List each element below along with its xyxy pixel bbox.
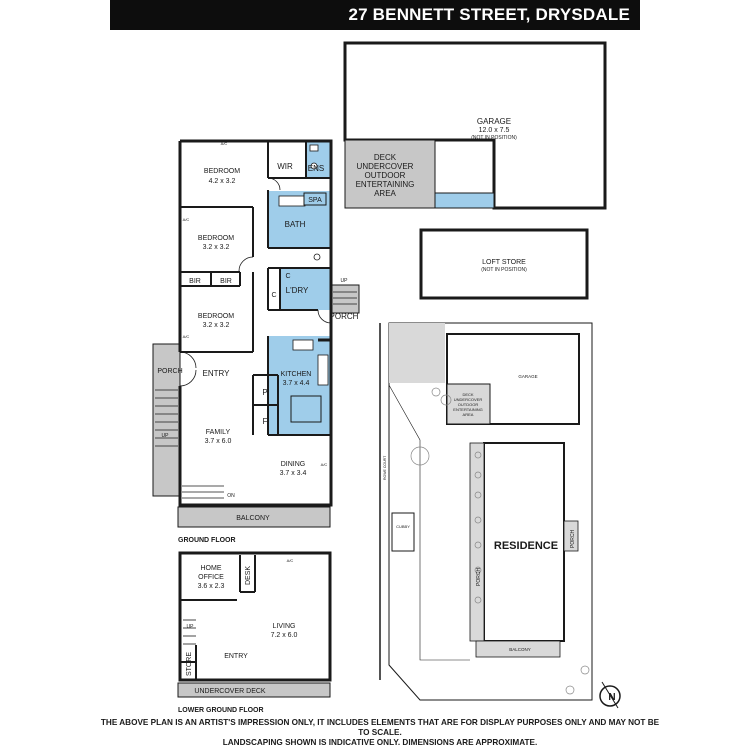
bir1-label: BIR <box>189 278 201 285</box>
bedroom1-label: BEDROOM <box>204 168 240 175</box>
balcony <box>177 506 331 528</box>
bedroom3-label: BEDROOM <box>198 313 234 320</box>
family-label: FAMILY <box>206 429 231 436</box>
site-plan: GARAGE DECK UNDERCOVER OUTDOOR ENTERTAIN… <box>379 322 621 709</box>
garage-dims: 12.0 x 7.5 <box>479 127 510 134</box>
kitchen-label: KITCHEN <box>281 371 312 378</box>
cupboard1-label: C <box>271 292 276 299</box>
street-label: ROWE COURT <box>383 455 387 480</box>
disclaimer-line-2: LANDSCAPING SHOWN IS INDICATIVE ONLY. DI… <box>222 738 538 747</box>
ac-label-5: A/C <box>287 558 294 563</box>
ensuite-label: ENS <box>308 164 324 173</box>
lower-ground-floor-plan: HOME OFFICE 3.6 x 2.3 DESK LIVING 7.2 x … <box>177 551 332 714</box>
residence-label: RESIDENCE <box>494 540 558 552</box>
home-office-dims: 3.6 x 2.3 <box>198 583 225 590</box>
site-residence <box>483 442 565 642</box>
site-deck-label-5: AREA <box>463 412 474 417</box>
up-label-3: UP <box>187 624 195 630</box>
laundry-label: L'DRY <box>286 286 309 295</box>
loft-note: (NOT IN POSITION) <box>481 267 527 273</box>
garage-label: GARAGE <box>477 117 511 126</box>
header-bar: 27 BENNETT STREET, DRYSDALE <box>110 0 640 30</box>
bedroom3-dims: 3.2 x 3.2 <box>203 322 230 329</box>
fridge-label: F <box>263 417 268 426</box>
pantry-label: P <box>262 388 267 397</box>
deck-area <box>344 139 436 209</box>
bedroom2-label: BEDROOM <box>198 235 234 242</box>
wir-label: WIR <box>277 162 293 171</box>
family-dims: 3.7 x 6.0 <box>205 438 232 445</box>
cupboard2-label: C <box>285 273 290 280</box>
property-address: 27 BENNETT STREET, DRYSDALE <box>348 5 630 24</box>
ground-floor-plan: BEDROOM 4.2 x 3.2 WIR ENS SPA BATH BEDRO… <box>152 139 360 544</box>
ground-floor-title: GROUND FLOOR <box>178 537 236 544</box>
deck-label-4: ENTERTAINING <box>356 180 415 189</box>
ac-label-2: A/C <box>183 217 190 222</box>
dining-dims: 3.7 x 3.4 <box>280 470 307 477</box>
site-deck-label-2: UNDERCOVER <box>454 397 483 402</box>
living-label: LIVING <box>273 623 296 630</box>
bath-label: BATH <box>285 220 306 229</box>
desk-label: DESK <box>245 566 252 585</box>
north-label: N <box>608 692 615 703</box>
ac-label-1: A/C <box>221 141 228 146</box>
lower-floor-title: LOWER GROUND FLOOR <box>178 707 264 714</box>
disclaimer-line-1: THE ABOVE PLAN IS AN ARTIST'S IMPRESSION… <box>100 718 660 737</box>
laundry-area <box>280 268 331 310</box>
undercover-deck <box>177 682 331 698</box>
on-label: ON <box>227 493 235 499</box>
undercover-deck-label: UNDERCOVER DECK <box>194 688 266 695</box>
deck-label-1: DECK <box>374 153 397 162</box>
site-balcony-label: BALCONY <box>509 647 531 652</box>
disclaimer: THE ABOVE PLAN IS AN ARTIST'S IMPRESSION… <box>100 718 660 748</box>
deck-label-5: AREA <box>374 189 396 198</box>
site-deck-label-4: ENTERTAINING <box>453 407 482 412</box>
bedroom1-dims: 4.2 x 3.2 <box>209 178 236 185</box>
ac-label-3: A/C <box>183 334 190 339</box>
dining-label: DINING <box>281 461 306 468</box>
side-porch-stairs <box>330 284 360 314</box>
home-office-label-2: OFFICE <box>198 574 224 581</box>
balcony-label: BALCONY <box>236 515 270 522</box>
kitchen-dims: 3.7 x 4.4 <box>283 380 310 387</box>
site-deck-label-1: DECK <box>462 392 473 397</box>
deck-label-3: OUTDOOR <box>365 171 406 180</box>
spa-label: SPA <box>308 197 322 204</box>
store-label: STORE <box>186 652 193 676</box>
bedroom2-dims: 3.2 x 3.2 <box>203 244 230 251</box>
garage-block: GARAGE 12.0 x 7.5 (NOT IN POSITION) DECK… <box>343 41 607 210</box>
home-office-label-1: HOME <box>201 565 222 572</box>
left-porch-label: PORCH <box>157 368 182 375</box>
bir2-label: BIR <box>220 278 232 285</box>
loft-label: LOFT STORE <box>482 259 526 266</box>
side-porch-label: PORCH <box>330 312 359 321</box>
site-deck-label-3: OUTDOOR <box>458 402 479 407</box>
loft-store: LOFT STORE (NOT IN POSITION) <box>419 228 589 300</box>
site-garage-label: GARAGE <box>518 374 537 379</box>
site-porch-left-label: PORCH <box>476 568 482 586</box>
site-cubby <box>391 512 415 552</box>
cubby-label: CUBBY <box>396 524 410 529</box>
up-label-2: UP <box>162 433 170 439</box>
garage-note: (NOT IN POSITION) <box>471 135 517 141</box>
deck-label-2: UNDERCOVER <box>357 162 414 171</box>
site-porch-right-label: PORCH <box>570 530 576 548</box>
lower-entry-label: ENTRY <box>224 653 248 660</box>
left-porch <box>152 343 181 497</box>
entry-label: ENTRY <box>203 369 231 378</box>
north-arrow-icon <box>599 685 621 707</box>
ac-label-4: A/C <box>321 462 328 467</box>
up-label-1: UP <box>341 278 349 284</box>
living-dims: 7.2 x 6.0 <box>271 632 298 639</box>
